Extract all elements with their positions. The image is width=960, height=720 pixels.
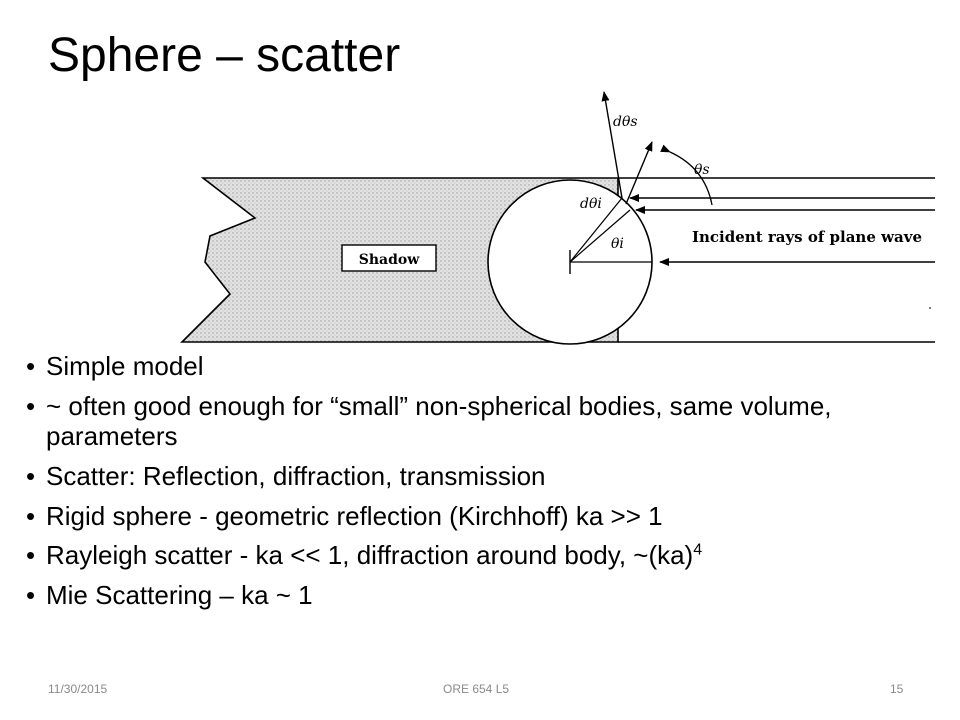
footer-course: ORE 654 L5 [443,682,510,696]
bullet-list: Simple model ~ often good enough for “sm… [26,351,956,621]
scattered-ray-right [625,141,653,205]
stray-dot [929,307,931,309]
radius-upper [569,197,623,263]
theta-s-arc [660,144,713,206]
bullet-text: Mie Scattering – ka ~ 1 [46,580,313,611]
theta-i-label: θi [611,236,624,252]
shadow-label-box [341,244,437,272]
d-theta-s-label: dθs [613,114,638,130]
superscript: 4 [693,541,703,559]
slide-title: Sphere – scatter [48,29,401,82]
bullet-text: Rayleigh scatter - ka << 1, diffraction … [46,540,694,571]
bullet-item: Simple model [26,351,956,382]
bullet-item: Rayleigh scatter - ka << 1, diffraction … [26,540,956,572]
bullet-item: Scatter: Reflection, diffraction, transm… [26,460,956,492]
bullet-item: ~ often good enough for “small” non-sphe… [26,390,956,452]
bullet-text: Scatter: Reflection, diffraction, transm… [46,460,546,491]
footer-date: 11/30/2015 [48,682,108,696]
d-theta-i-label: dθi [580,196,602,212]
scattered-ray-left [601,91,623,199]
sphere-scatter-diagram: dθs θs dθi θi Incident rays of plane wav… [180,91,935,345]
bullet-item: Rigid sphere - geometric reflection (Kir… [26,500,956,532]
bullet-text: Rigid sphere - geometric reflection (Kir… [46,500,663,531]
incident-rays-label: Incident rays of plane wave [692,228,922,246]
theta-s-label: θs [694,162,710,178]
bullet-item: Mie Scattering – ka ~ 1 [26,580,956,611]
footer-page-number: 15 [890,682,904,696]
radius-lower [569,209,631,263]
bullet-text: Simple model [46,351,204,381]
shadow-label: Shadow [359,252,420,268]
bullet-text: ~ often good enough for “small” non-sphe… [46,390,832,451]
